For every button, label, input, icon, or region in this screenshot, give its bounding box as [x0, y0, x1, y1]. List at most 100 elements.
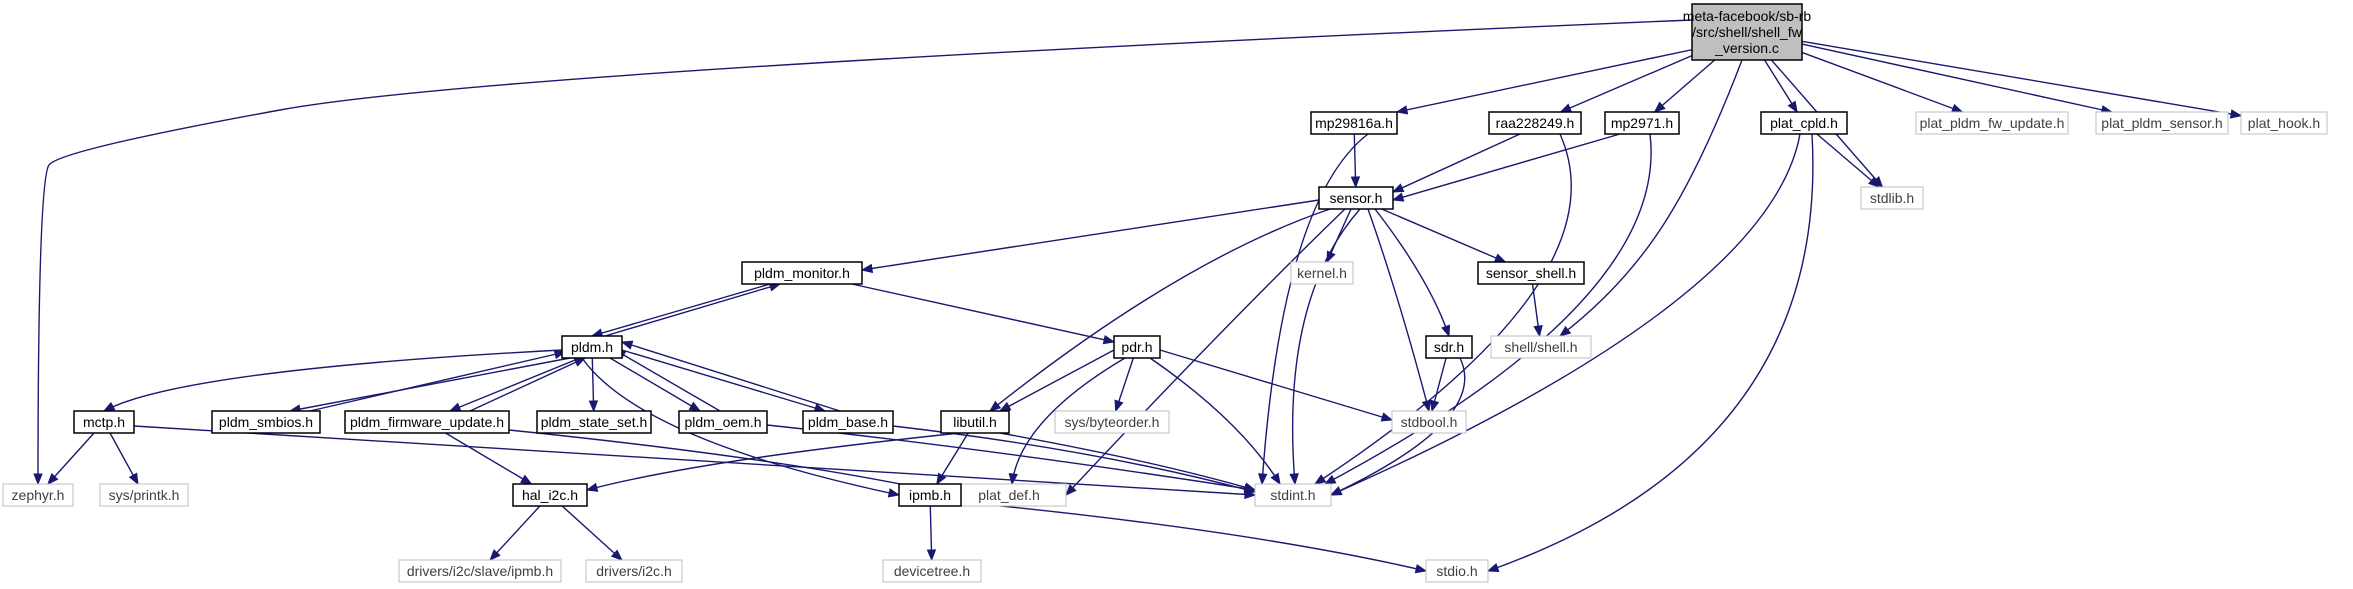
node-box [898, 483, 962, 507]
edge-line [851, 283, 1115, 343]
edge-line [489, 505, 541, 561]
node-plat-cpld[interactable]: plat_cpld.h [1760, 111, 1848, 135]
edge-line [1065, 208, 1346, 496]
edge-line [591, 283, 771, 337]
node-box [678, 410, 768, 434]
node-stdint: stdint.h [1254, 483, 1332, 507]
node-pldm-smbios[interactable]: pldm_smbios.h [211, 410, 321, 434]
edge-sensor-to-stdbool [1367, 208, 1431, 413]
node-pldm-oem[interactable]: pldm_oem.h [678, 410, 768, 434]
edge-arrowhead [1395, 105, 1409, 115]
edge-line [999, 432, 1256, 491]
edge-arrowhead [1258, 473, 1268, 486]
node-stdlib: stdlib.h [1860, 186, 1924, 210]
node-pldm-base[interactable]: pldm_base.h [802, 410, 894, 434]
edge-arrowhead [1653, 101, 1666, 113]
node-drivers-i2c: drivers/i2c.h [585, 559, 683, 583]
edge-arrowhead [448, 402, 462, 412]
node-label: plat_pldm_fw_update.h [1920, 115, 2065, 131]
edge-line [1560, 54, 1693, 113]
node-box [1054, 410, 1170, 434]
edge-mctp-to-sys_printk [109, 432, 139, 486]
node-box [2095, 111, 2229, 135]
edge-line [1149, 357, 1281, 485]
edge-arrowhead [1102, 335, 1116, 345]
edge-line [604, 283, 781, 337]
edge-arrowhead [1533, 324, 1543, 338]
node-box [1477, 261, 1585, 285]
node-label: mctp.h [83, 414, 125, 430]
edge-line [1392, 133, 1521, 193]
node-label: pldm_oem.h [684, 414, 761, 430]
node-hal-i2c[interactable]: hal_i2c.h [512, 483, 588, 507]
node-box [536, 410, 652, 434]
edge-line [37, 19, 1693, 485]
edge-line [1487, 133, 1814, 572]
node-mp2971[interactable]: mp2971.h [1604, 111, 1680, 135]
edge-line [103, 349, 563, 412]
node-box [73, 410, 135, 434]
node-label: raa228249.h [1496, 115, 1575, 131]
edge-arrowhead [1380, 412, 1394, 422]
node-plat-pldm-fw-update: plat_pldm_fw_update.h [1915, 111, 2069, 135]
node-pldm-firmware-update[interactable]: pldm_firmware_update.h [344, 410, 510, 434]
edge-line [586, 432, 961, 491]
node-mp29816a[interactable]: mp29816a.h [1310, 111, 1398, 135]
edge-line [1801, 40, 2242, 117]
node-kernel: kernel.h [1290, 261, 1354, 285]
edge-mctp-to-zephyr [47, 432, 95, 485]
edge-root-to-shell [1558, 59, 1743, 337]
node-raa228249[interactable]: raa228249.h [1488, 111, 1582, 135]
node-pldm[interactable]: pldm.h [561, 335, 623, 359]
edge-sensor-to-kernel [1326, 208, 1352, 264]
edge-arrowhead [1414, 564, 1428, 574]
node-label: stdint.h [1270, 487, 1315, 503]
node-pdr[interactable]: pdr.h [1113, 335, 1161, 359]
node-sdr[interactable]: sdr.h [1425, 335, 1473, 359]
edge-libutil-to-stdint [999, 432, 1257, 492]
node-pldm-monitor[interactable]: pldm_monitor.h [741, 261, 863, 285]
node-label: plat_def.h [978, 487, 1040, 503]
edge-sensor-to-stdint [1289, 208, 1361, 486]
edge-line [1374, 208, 1450, 337]
node-box [940, 410, 1010, 434]
edge-arrowhead [1430, 399, 1440, 413]
node-label: kernel.h [1297, 265, 1347, 281]
node-label: sensor.h [1330, 190, 1383, 206]
node-sensor-shell[interactable]: sensor_shell.h [1477, 261, 1585, 285]
node-box [2240, 111, 2328, 135]
node-box [1425, 559, 1489, 583]
node-box [1425, 335, 1473, 359]
node-pldm-state-set[interactable]: pldm_state_set.h [536, 410, 652, 434]
node-root[interactable]: meta-facebook/sb-rb/src/shell/shell_fw_v… [1683, 3, 1812, 61]
node-plat-pldm-sensor: plat_pldm_sensor.h [2095, 111, 2229, 135]
node-shell: shell/shell.h [1490, 335, 1592, 359]
edge-pldm_monitor-to-pdr [851, 283, 1116, 345]
node-label: pdr.h [1121, 339, 1152, 355]
edge-line [1559, 59, 1743, 337]
edge-line [1367, 208, 1430, 412]
edge-line [609, 357, 701, 412]
edge-pldm-to-pldm_base [621, 349, 827, 413]
node-label: hal_i2c.h [522, 487, 578, 503]
edge-line [309, 351, 566, 412]
node-label: sensor_shell.h [1486, 265, 1576, 281]
edge-line [1011, 357, 1126, 485]
edge-arrowhead [33, 473, 43, 486]
node-box [585, 559, 683, 583]
edge-arrowhead [1289, 473, 1299, 486]
node-mctp[interactable]: mctp.h [73, 410, 135, 434]
node-libutil[interactable]: libutil.h [940, 410, 1010, 434]
node-sensor[interactable]: sensor.h [1318, 186, 1394, 210]
edge-arrowhead [936, 472, 947, 486]
edge-arrowhead [1787, 100, 1798, 114]
edge-libutil-to-ipmb [936, 432, 969, 486]
edge-line [1654, 59, 1716, 113]
edge-root-to-plat_hook [1801, 40, 2243, 119]
node-label: sys/printk.h [109, 487, 180, 503]
node-ipmb[interactable]: ipmb.h [898, 483, 962, 507]
node-box [211, 410, 321, 434]
node-plat-hook: plat_hook.h [2240, 111, 2328, 135]
node-label: shell/shell.h [1504, 339, 1577, 355]
edge-ipmb-to-stdio [960, 501, 1428, 574]
